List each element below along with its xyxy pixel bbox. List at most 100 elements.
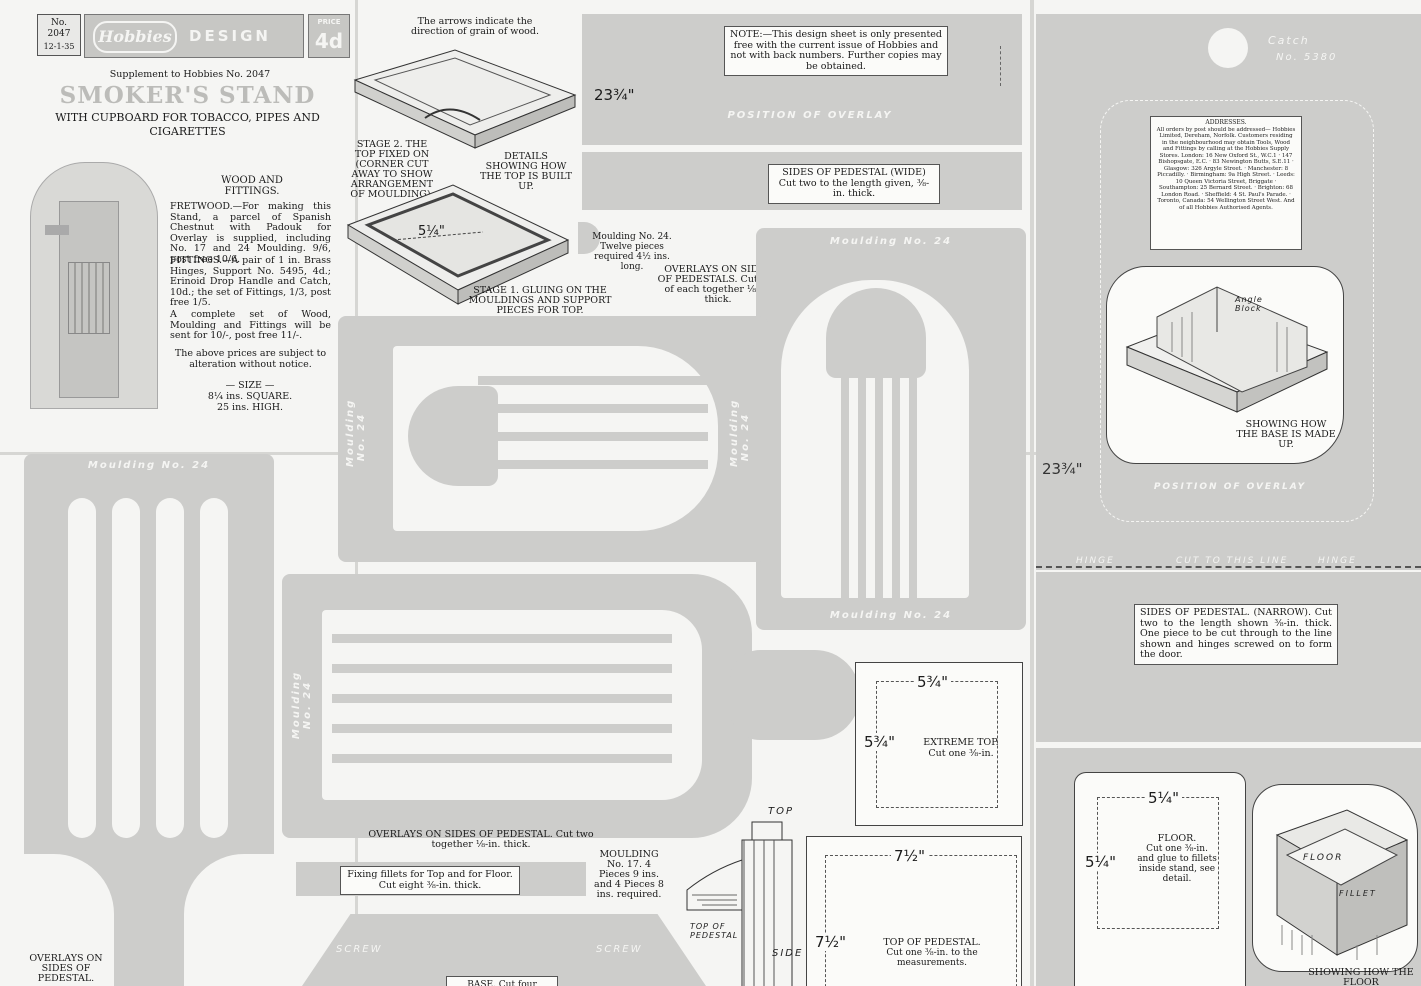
scroll-cutout [184,854,284,986]
moulding24-note: Moulding No. 24. Twelve pieces required … [592,232,672,272]
extreme-top-cut: Cut one ⅜-in. [928,748,994,759]
panel-gap [582,145,1022,152]
slot [112,498,140,838]
hobbies-banner: Hobbies DESIGN [84,14,304,58]
floor-drawing [1275,809,1409,960]
size-square: 8¼ ins. SQUARE. [207,391,293,402]
top-of-pedestal-cut: Cut one ⅜-in. to the measurements. [886,948,978,968]
fret-bar [841,378,849,598]
screw-label-right: SCREW [596,944,643,955]
moulding-label-bottom-left: Moulding No. 24 [291,670,313,740]
fillets-caption: Fixing fillets for Top and for Floor. Cu… [340,866,520,895]
floor-detail-panel: FLOOR FILLET [1252,784,1418,972]
fret-scroll [826,288,926,378]
top-of-pedestal-label: TOP OF PEDESTAL. [883,937,981,948]
subtitle-line-1: WITH CUPBOARD FOR TOBACCO, PIPES AND [55,111,320,124]
issue-date: 12-1-35 [43,42,75,51]
wide-side-dimension: 23¾" [594,86,635,104]
slot [156,498,184,838]
hinge-right-label: HINGE [1318,556,1357,566]
issue-number-box: No. 2047 12-1-35 [37,14,81,56]
moulding-label-right: Moulding No. 24 [729,398,751,467]
floor-note: SHOWING HOW THE FLOOR [1308,967,1414,986]
price-label: PRICE [317,18,341,26]
overlay-right-panel: Moulding No. 24 Moulding No. 24 [756,228,1026,630]
floor-cut: Cut one ⅜-in. and glue to fillets inside… [1137,844,1217,884]
stage2-drawing [353,49,577,149]
section-top-of-pedestal-label: TOP OF PEDESTAL [690,922,739,940]
extreme-top-label: EXTREME TOP. [923,737,999,748]
fret-bar [478,460,708,469]
pipe-rack-drawing [45,225,69,235]
overlay-position-outline [1100,100,1374,522]
addresses-heading: ADDRESSES. [1205,119,1247,126]
base-note: SHOWING HOW THE BASE IS MADE UP. [1236,419,1336,450]
floor-width: 5¼" [1145,789,1182,807]
fret-bar [875,378,883,598]
hinge-left-label: HINGE [1076,556,1115,566]
top-of-pedestal-panel: 7½" 7½" TOP OF PEDESTAL. Cut one ⅜-in. t… [806,836,1022,986]
fret-bar [478,432,708,441]
page-title: SMOKER'S STAND [59,82,316,109]
floor-label: FLOOR. [1157,833,1197,844]
arrows-note-1: The arrows indicate the [417,16,533,27]
top-of-pedestal-width: 7½" [891,847,928,865]
fret-bar [332,694,672,703]
position-of-overlay-label: POSITION OF OVERLAY [727,110,893,121]
fret-scroll [408,386,498,486]
stand-illustration [30,162,158,409]
complete-set-text: A complete set of Wood, Moulding and Fit… [170,309,331,341]
overlays-left-caption: OVERLAYS ON SIDES OF PEDESTAL. [29,953,103,984]
fret-bar [478,376,708,385]
scroll-cutout [14,854,114,986]
angle-block-label: Angle Block [1235,295,1263,313]
overlays-note: OVERLAYS ON SIDES OF PEDESTALS. Cut two … [657,264,779,305]
stand-body-drawing [59,201,119,398]
base-caption: BASE. Cut four [446,976,558,986]
moulding17-note: MOULDING No. 17. 4 Pieces 9 ins. and 4 P… [594,849,664,900]
moulding-label-bottom: Moulding No. 24 [829,610,953,621]
slot [68,498,96,838]
extreme-top-width: 5¾" [914,673,951,691]
base-detail-panel: Angle Block [1106,266,1344,464]
floor-panel: 5¼" 5¼" FLOOR. Cut one ⅜-in. and glue to… [1074,772,1246,986]
top-of-pedestal-height: 7½" [815,933,846,951]
screw-label-left: SCREW [336,944,383,955]
stage2-caption: STAGE 2. THE TOP FIXED ON (CORNER CUT AW… [350,139,434,200]
section-top-label: TOP [768,806,795,817]
price-value: 4d [314,29,344,53]
addresses-body: All orders by post should be addressed— … [1156,126,1296,211]
overlay-centre-panel: Moulding No. 24 Moulding No. 24 [338,316,768,562]
base-drawing [1125,286,1329,413]
arrows-note-2: direction of grain of wood. [411,26,539,37]
base-piece [302,914,706,986]
fret-bar [892,378,900,598]
grain-arrow [1000,46,1001,86]
note-box: NOTE:—This design sheet is only presente… [724,26,948,76]
door-side-dimension: 23¾" [1042,460,1083,478]
moulding-label-left-top: Moulding No. 24 [87,460,211,471]
sides-wide-caption: SIDES OF PEDESTAL (WIDE) Cut two to the … [768,164,940,204]
stage1-dimension: 5¼" [418,224,445,239]
design-word: DESIGN [189,27,271,45]
fret-bar [332,634,672,643]
wood-heading-1: WOOD AND [221,175,283,186]
sides-narrow-caption: SIDES OF PEDESTAL. (NARROW). Cut two to … [1134,604,1338,665]
supplement-line: Supplement to Hobbies No. 2047 [109,69,271,80]
subtitle-line-2: CIGARETTES [149,125,226,138]
moulding-label-left: Moulding No. 24 [345,398,367,467]
moulding-label-top: Moulding No. 24 [829,236,953,247]
fret-bar [332,724,672,733]
fillet-drawing-label: FILLET [1339,889,1377,898]
prices-note: The above prices are subject to alterati… [174,348,327,370]
fret-bar [909,378,917,598]
overlays-bottom-caption: OVERLAYS ON SIDES OF PEDESTAL. Cut two t… [368,829,594,850]
stage1-drawing [346,184,570,305]
section-side-label: SIDE [772,948,804,959]
addresses-box: ADDRESSES. All orders by post should be … [1150,116,1302,250]
floor-height: 5¼" [1085,853,1116,871]
issue-number-label: No. [51,18,67,28]
position-of-overlay-right: POSITION OF OVERLAY [1153,482,1307,492]
issue-number-value: 2047 [47,29,71,39]
floor-drawing-label: FLOOR [1303,853,1344,863]
